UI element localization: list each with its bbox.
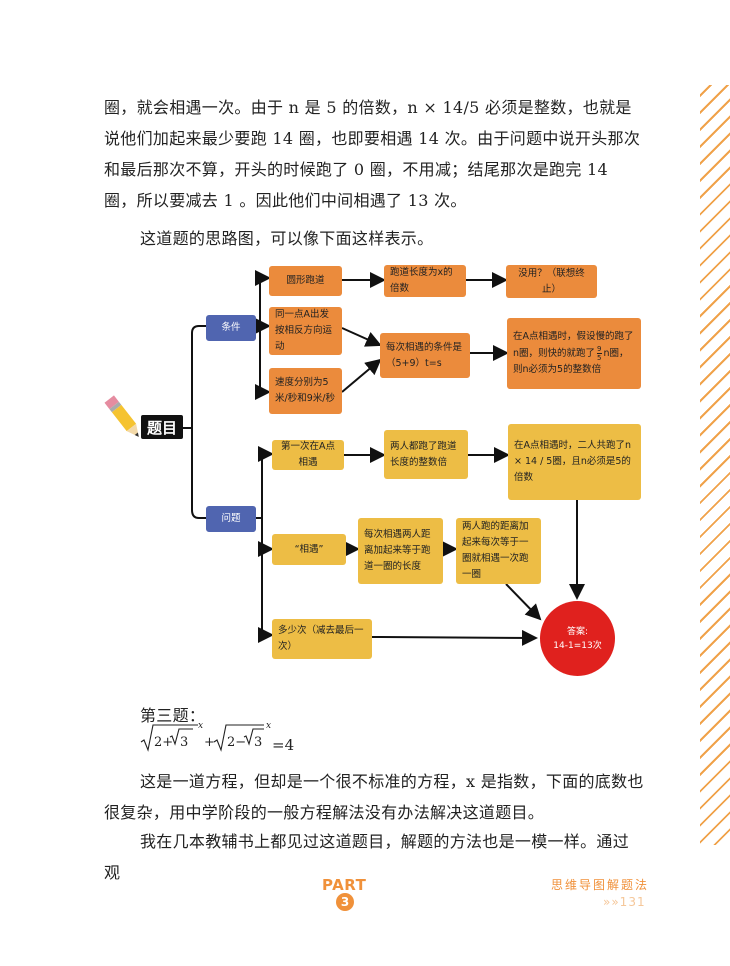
- footer-book-title: 思维导图解题法: [551, 878, 650, 892]
- answer-value: 14-1=13次: [553, 640, 602, 651]
- svg-text:2+: 2+: [154, 735, 173, 750]
- node-meet-term: “相遇”: [272, 534, 346, 565]
- node-how-many: 多少次（减去最后一次）: [272, 619, 372, 659]
- fraction-denominator: 5: [597, 354, 602, 362]
- svg-text:3: 3: [180, 735, 188, 750]
- node-start-point: 同一点A出发按相反方向运动: [269, 307, 342, 355]
- question-3-label: 第三题：: [140, 706, 206, 725]
- paragraph-4: 我在几本教辅书上都见过这道题目，解题的方法也是一模一样。通过观: [104, 832, 630, 882]
- paragraph-1: 圈，就会相遇一次。由于 n 是 5 的倍数，n × 14/5 必须是整数，也就是…: [104, 98, 641, 210]
- svg-text:+: +: [204, 735, 215, 750]
- svg-text:2−: 2−: [227, 735, 246, 750]
- paragraph-2: 这道题的思路图，可以像下面这样表示。: [140, 229, 434, 248]
- answer-label: 答案:: [566, 626, 589, 637]
- node-lap-equals-meet: 两人跑的距离加起来每次等于一圈就相遇一次跑一圈: [456, 518, 541, 584]
- footer-part-number: 3: [336, 893, 354, 911]
- footer-part: PART: [322, 876, 367, 894]
- node-meet-condition: 每次相遇的条件是（5+9）t=s: [380, 333, 470, 378]
- question-node: 问题: [206, 506, 256, 532]
- pencil-icon: [104, 395, 139, 437]
- root-node: 题目: [141, 415, 183, 439]
- node-speeds: 速度分别为5米/秒和9米/秒: [269, 368, 342, 414]
- decorative-stripes: [700, 85, 730, 845]
- condition-node: 条件: [206, 315, 256, 341]
- answer-node: 答案: 14-1=13次: [540, 601, 615, 676]
- equation-rhs: =4: [272, 736, 295, 754]
- node-total-laps: 在A点相遇时，二人共跑了n × 14 / 5圈，且n必须是5的倍数: [508, 424, 641, 500]
- equation-radicals: 2+ 3 2− 3 + x x: [140, 722, 271, 752]
- svg-text:3: 3: [254, 735, 262, 750]
- paragraph-3: 这是一道方程，但却是一个很不标准的方程，x 是指数，下面的底数也很复杂，用中学阶…: [104, 772, 644, 822]
- svg-text:x: x: [198, 722, 203, 731]
- node-first-meet: 第一次在A点相遇: [272, 440, 344, 470]
- node-circular-track: 圆形跑道: [269, 266, 342, 296]
- page-number: »»131: [603, 895, 646, 909]
- node-integer-multiple: 两人都跑了跑道长度的整数倍: [384, 430, 468, 479]
- fraction-numerator: 9: [597, 345, 602, 354]
- node-useless: 没用？（联想终止）: [506, 265, 597, 298]
- node-track-length: 跑道长度为x的倍数: [384, 265, 466, 297]
- slow-runner-text-2: n圈，则n必须为5的整数倍: [513, 348, 629, 375]
- slow-runner-text-1: 在A点相遇时，假设慢的跑了n圈，则快的就跑了: [513, 331, 634, 359]
- node-meet-distance: 每次相遇两人距离加起来等于跑道一圈的长度: [358, 518, 443, 584]
- svg-text:x: x: [266, 722, 271, 731]
